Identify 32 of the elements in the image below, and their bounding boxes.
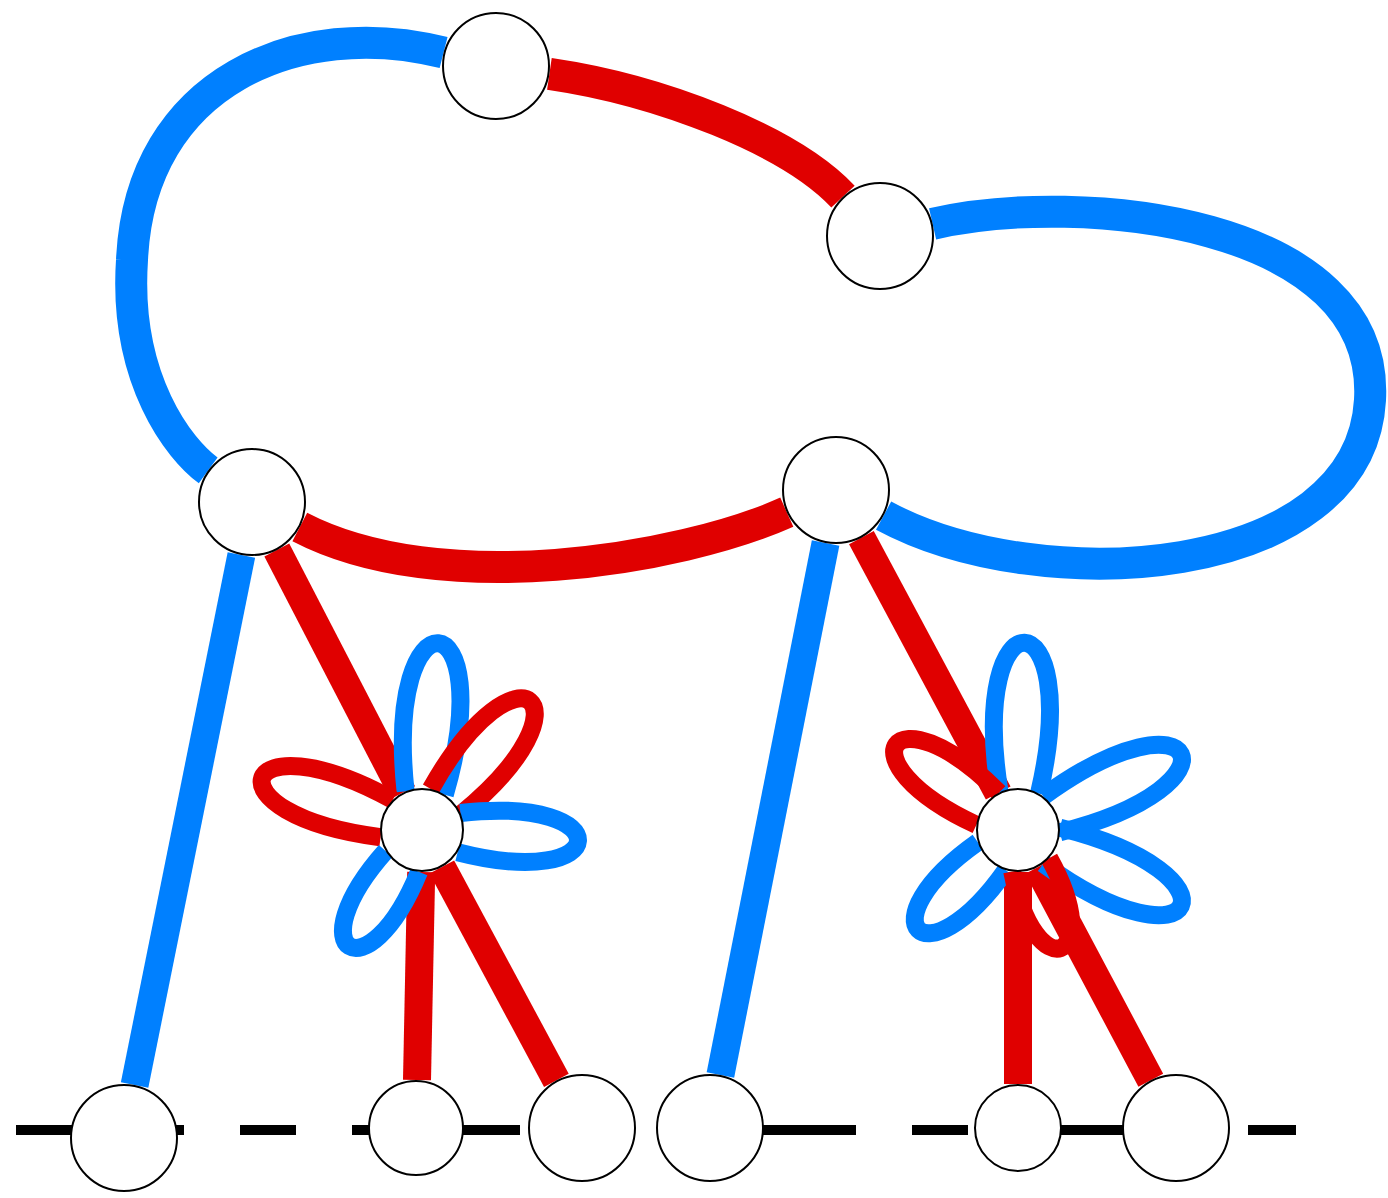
circle-node <box>70 1084 178 1192</box>
circle-node <box>368 1080 464 1176</box>
edge-line <box>546 58 854 209</box>
circle-node <box>656 1074 764 1182</box>
loop-edge <box>985 634 1059 796</box>
edge-line <box>877 195 1386 580</box>
loop-edge <box>885 730 1006 833</box>
edge-line <box>849 531 1011 800</box>
circle-node <box>442 12 550 120</box>
loop-edge <box>334 845 428 957</box>
edge-line <box>1004 872 1032 1084</box>
loop-edge <box>393 634 470 797</box>
edge-line <box>264 543 416 800</box>
edge-line <box>429 860 569 1087</box>
circle-node <box>1122 1074 1230 1182</box>
circle-node <box>974 1084 1062 1172</box>
edge-line <box>706 540 840 1078</box>
edge-line <box>1025 860 1164 1087</box>
circle-node <box>782 436 890 544</box>
edge-line <box>293 497 793 583</box>
loop-edge <box>1038 735 1191 841</box>
circle-node <box>198 448 306 556</box>
loop-edge <box>906 835 1013 942</box>
circle-node <box>826 182 934 290</box>
circle-node <box>528 1074 636 1182</box>
loop-edge <box>253 757 397 847</box>
loop-edge <box>1038 819 1191 925</box>
edge-line <box>403 871 436 1081</box>
edge-line <box>115 26 447 483</box>
loop-edge <box>1003 854 1080 958</box>
loop-edge <box>455 801 587 871</box>
edge-line <box>120 552 256 1088</box>
